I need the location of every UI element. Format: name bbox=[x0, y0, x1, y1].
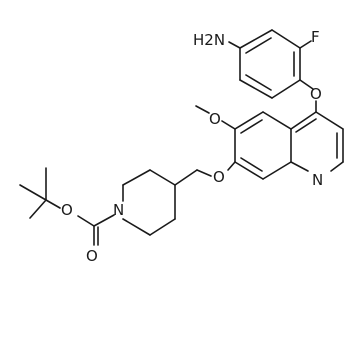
bond-ring-to-aryl-ether-oxygen bbox=[299, 79, 314, 90]
bond-methoxy-methyl bbox=[195, 105, 210, 114]
piperidine-nitrogen-label: N bbox=[113, 201, 124, 219]
ester-oxygen-label: O bbox=[61, 201, 73, 219]
boc-protecting-group bbox=[19, 167, 115, 246]
bond-ring-to-methoxy-oxygen bbox=[221, 120, 236, 130]
aminofluorophenyl-ring bbox=[239, 29, 301, 99]
linker-oxygen-label: O bbox=[213, 168, 225, 186]
methoxy-oxygen-label: O bbox=[209, 110, 221, 128]
bond-ring-to-linker-oxygen bbox=[227, 161, 236, 171]
bond-linker-oxygen-to-methylene bbox=[196, 169, 212, 177]
amine-label: H2N bbox=[193, 31, 225, 49]
fluorine-label: F bbox=[311, 28, 320, 46]
quinoline-nitrogen-label: N bbox=[312, 171, 323, 189]
piperidine-ring bbox=[122, 169, 176, 236]
bond-ring-to-fluorine bbox=[299, 40, 312, 49]
aryl-ether-oxygen-label: O bbox=[310, 85, 322, 103]
quinoline-ring-system bbox=[234, 111, 344, 180]
bond-methylene-to-piperidine bbox=[174, 169, 198, 186]
carbonyl-oxygen-label: O bbox=[86, 247, 98, 265]
bond-ring-to-amine bbox=[228, 41, 241, 49]
